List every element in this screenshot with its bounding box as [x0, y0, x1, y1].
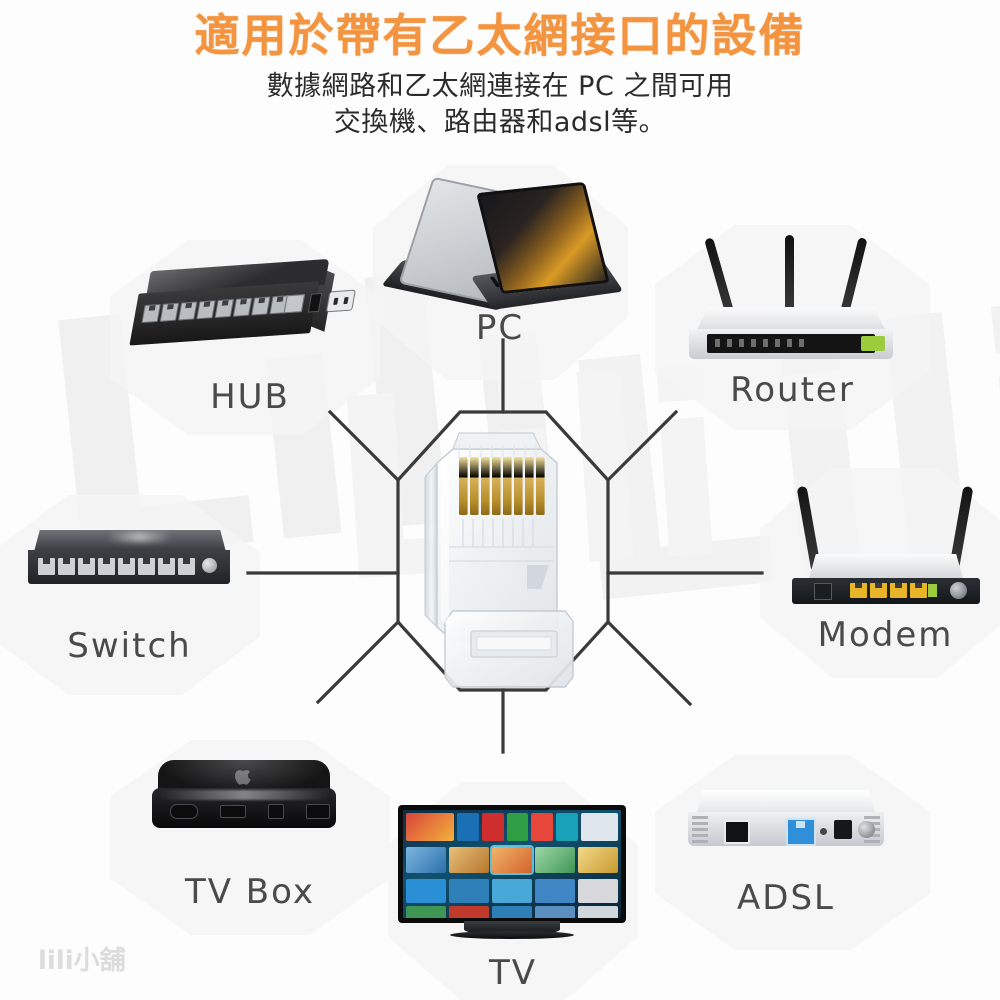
panel-switch	[0, 495, 260, 695]
network-hub-icon	[127, 258, 356, 361]
node-label-router: Router	[730, 370, 855, 410]
node-label-pc: PC	[475, 308, 525, 348]
node-switch[interactable]: Switch	[12, 530, 247, 680]
node-modem[interactable]: Modem	[778, 482, 993, 662]
spoke-tvbox	[315, 619, 401, 705]
node-label-tvbox: TV Box	[184, 872, 316, 912]
node-pc[interactable]: PC	[381, 176, 624, 348]
spoke-router	[605, 409, 679, 483]
node-label-adsl: ADSL	[737, 878, 835, 918]
node-tv[interactable]: TV	[398, 805, 628, 993]
node-adsl[interactable]: ADSL	[686, 790, 886, 940]
wifi-router-icon	[685, 235, 895, 365]
page-subtitle: 數據網路和乙太網連接在 PC 之間可用 交換機、路由器和adsl等。	[0, 69, 1000, 141]
node-label-modem: Modem	[817, 615, 954, 655]
node-hub[interactable]: HUB	[120, 258, 380, 425]
modem-icon	[778, 482, 993, 612]
rj45-connector-icon	[424, 432, 574, 688]
apple-logo-icon	[235, 770, 251, 785]
rj45-connector	[415, 415, 595, 695]
tv-box-icon	[144, 760, 344, 850]
subtitle-line-2: 交換機、路由器和adsl等。	[333, 106, 667, 138]
television-icon	[398, 805, 628, 955]
node-router[interactable]: Router	[685, 235, 900, 410]
node-label-tv: TV	[488, 953, 538, 993]
spoke-adsl	[605, 619, 693, 707]
node-label-hub: HUB	[210, 377, 290, 417]
node-tvbox[interactable]: TV Box	[130, 760, 370, 920]
node-label-switch: Switch	[67, 626, 192, 666]
subtitle-line-1: 數據網路和乙太網連接在 PC 之間可用	[266, 70, 734, 102]
panel-adsl	[655, 755, 930, 950]
spoke-hub	[327, 409, 401, 483]
network-switch-icon	[28, 530, 233, 610]
header: 適用於帶有乙太網接口的設備 數據網路和乙太網連接在 PC 之間可用 交換機、路由…	[0, 0, 1000, 140]
adsl-modem-icon	[686, 790, 886, 870]
shop-watermark: lili小舖	[38, 946, 126, 976]
page-title: 適用於帶有乙太網接口的設備	[194, 9, 806, 62]
